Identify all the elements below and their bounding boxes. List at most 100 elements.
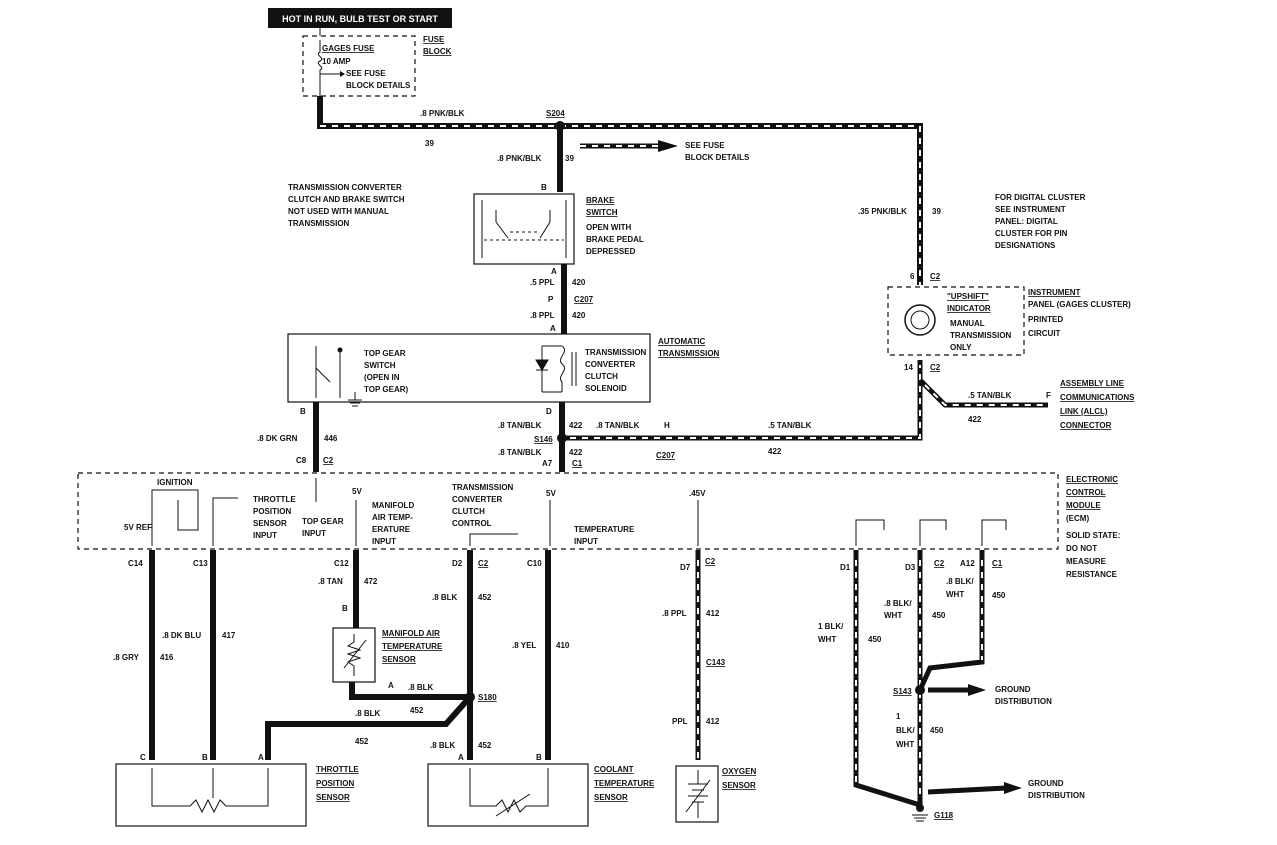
g118-ground-icon xyxy=(912,804,928,822)
mat-pin-b: B xyxy=(342,604,348,613)
o2-title-2: SENSOR xyxy=(722,781,756,790)
ecm-5v-b: 5V xyxy=(546,489,556,498)
pin-d7: D7 xyxy=(680,563,691,572)
tan-d-circuit: 422 xyxy=(569,421,583,430)
pin-c2-d7: C2 xyxy=(705,557,716,566)
cts-title-2: TEMPERATURE xyxy=(594,779,655,788)
cts-pin-b: B xyxy=(536,753,542,762)
blk-wire: .8 BLK xyxy=(432,593,458,602)
pin-d3: D3 xyxy=(905,563,916,572)
s204-label: S204 xyxy=(546,109,565,118)
ip-title-2: PANEL (GAGES CLUSTER) xyxy=(1028,300,1131,309)
ecm-temp-1: TEMPERATURE xyxy=(574,525,635,534)
tan-long-wire: .5 TAN/BLK xyxy=(768,421,812,430)
s204-down-wire: .8 PNK/BLK xyxy=(497,154,542,163)
pin-c10: C10 xyxy=(527,559,542,568)
note-digital-2: SEE INSTRUMENT xyxy=(995,205,1066,214)
mat-title-2: TEMPERATURE xyxy=(382,642,443,651)
upshift-bulb-icon xyxy=(904,304,936,336)
auto-trans-pin-b: B xyxy=(300,407,306,416)
s204-see-2: BLOCK DETAILS xyxy=(685,153,750,162)
ppl2-circuit: 412 xyxy=(706,717,720,726)
brake-title-2: SWITCH xyxy=(586,208,618,217)
fuse-block-title-2: BLOCK xyxy=(423,47,452,56)
yel-wire: .8 YEL xyxy=(512,641,536,650)
tan-wire: .8 TAN xyxy=(318,577,343,586)
blk-circuit: 452 xyxy=(478,593,492,602)
pin-c1-a12: C1 xyxy=(992,559,1003,568)
alcl-circuit: 422 xyxy=(968,415,982,424)
tps-pin-a: A xyxy=(258,753,264,762)
ground-one: 1 xyxy=(896,712,901,721)
c207-upper-name: C207 xyxy=(574,295,594,304)
ppl-circuit: 412 xyxy=(706,609,720,618)
gry-wire: .8 GRY xyxy=(113,653,140,662)
c2-label-a: C2 xyxy=(323,456,334,465)
auto-trans-box xyxy=(287,333,651,403)
g118-label: G118 xyxy=(934,811,954,820)
ground-dist-2a: GROUND xyxy=(1028,779,1064,788)
note-manual-1: TRANSMISSION CONVERTER xyxy=(288,183,402,192)
brake-pin-a: A xyxy=(551,267,557,276)
ecm-ref: 5V REF xyxy=(124,523,152,532)
ecm-title-3: MODULE xyxy=(1066,501,1101,510)
c207-circuit-top: 420 xyxy=(572,278,586,287)
tps-sensor-box xyxy=(115,763,307,827)
ecm-tps-3: SENSOR xyxy=(253,519,287,528)
ground-blk-wht-b: WHT xyxy=(896,740,914,749)
gry-circuit: 416 xyxy=(160,653,174,662)
mat-title-3: SENSOR xyxy=(382,655,416,664)
c207-wire-bottom: .8 PPL xyxy=(530,311,555,320)
fuse-symbol xyxy=(317,40,323,96)
ecm-ignition: IGNITION xyxy=(157,478,193,487)
ecm-title-1: ELECTRONIC xyxy=(1066,475,1118,484)
cts-sensor-box xyxy=(427,763,589,827)
fuse-see-1: SEE FUSE xyxy=(346,69,386,78)
instrument-panel-box xyxy=(887,286,1025,356)
dk-grn-circuit: 446 xyxy=(324,434,338,443)
pin-c12: C12 xyxy=(334,559,349,568)
ecm-45v: .45V xyxy=(689,489,706,498)
ecm-top-gear-1: TOP GEAR xyxy=(302,517,344,526)
o2-sensor-box xyxy=(675,765,719,823)
blk-a-wire: .8 BLK xyxy=(408,683,434,692)
ground-icon xyxy=(348,392,362,407)
brake-pin-b: B xyxy=(541,183,547,192)
note-digital-5: DESIGNATIONS xyxy=(995,241,1056,250)
fuse-block-box xyxy=(302,35,416,97)
ecm-tps-1: THROTTLE xyxy=(253,495,296,504)
c8-label: C8 xyxy=(296,456,307,465)
top-gear-switch-symbol xyxy=(315,346,343,398)
blk-left-circuit: 452 xyxy=(410,706,424,715)
brake-switch-box xyxy=(473,193,575,265)
pin-c13: C13 xyxy=(193,559,208,568)
ground-dist-2b: DISTRIBUTION xyxy=(1028,791,1085,800)
o2-symbol xyxy=(685,770,711,818)
alcl-pin-f: F xyxy=(1046,391,1051,400)
c207-pin-a: A xyxy=(550,324,556,333)
tps-pin-b: B xyxy=(202,753,208,762)
dk-blu-circuit: 417 xyxy=(222,631,236,640)
cts-title-3: SENSOR xyxy=(594,793,628,802)
blk-left-wire: .8 BLK xyxy=(355,709,381,718)
tps-title-1: THROTTLE xyxy=(316,765,359,774)
brake-desc-3: DEPRESSED xyxy=(586,247,636,256)
ground-circuit-2: 450 xyxy=(930,726,944,735)
ip-manual-3: ONLY xyxy=(950,343,972,352)
blk-bottom-wire: .8 BLK xyxy=(430,741,456,750)
c207-pin-p: P xyxy=(548,295,554,304)
alcl-title-3: LINK (ALCL) xyxy=(1060,407,1108,416)
ecm-5v-a: 5V xyxy=(352,487,362,496)
d1-wire-1: 1 BLK/ xyxy=(818,622,844,631)
blk-452: 452 xyxy=(355,737,369,746)
fuse-see-2: BLOCK DETAILS xyxy=(346,81,411,90)
tan-a7-circuit: 422 xyxy=(569,448,583,457)
mat-thermistor-symbol xyxy=(343,634,367,676)
fuse-rating: 10 AMP xyxy=(322,57,351,66)
tan-d-wire: .8 TAN/BLK xyxy=(498,421,542,430)
ip-right-circuit: 39 xyxy=(932,207,941,216)
tps-pot-symbol xyxy=(151,768,269,814)
ecm-internal-lines xyxy=(151,478,1007,546)
ip-right-wire: .35 PNK/BLK xyxy=(858,207,907,216)
